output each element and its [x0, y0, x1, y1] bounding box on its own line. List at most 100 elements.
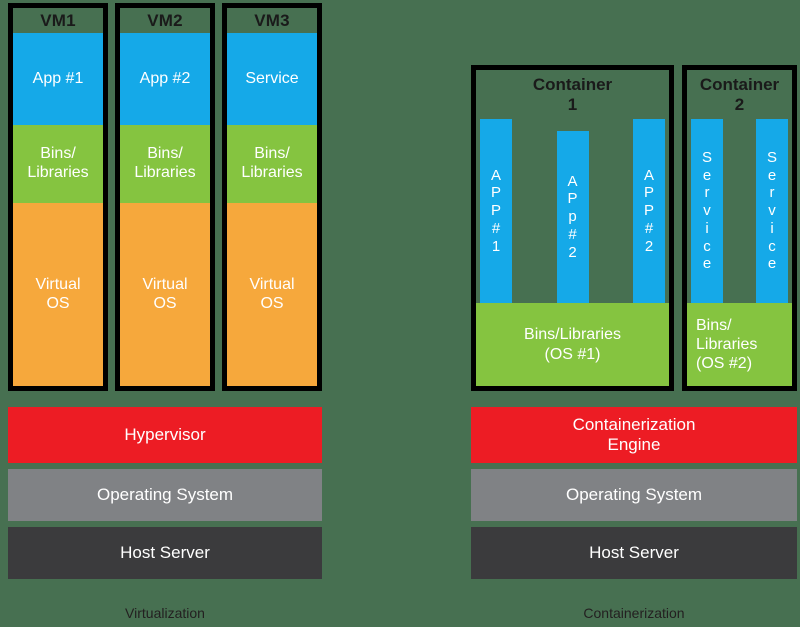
- vm-bins-layer: Bins/Libraries: [120, 125, 210, 203]
- app-letter: e: [767, 166, 777, 184]
- app-letter: p: [568, 208, 577, 226]
- vm-app-layer: App #1: [13, 33, 103, 125]
- app-letter: P: [643, 202, 654, 220]
- container-app-column: S e r v i c e: [756, 119, 788, 303]
- vm-bins-line1: Bins/: [254, 145, 290, 163]
- app-letter: e: [702, 255, 712, 273]
- vm-os-line2: OS: [153, 294, 177, 312]
- container-bins-layer: Bins/Libraries (OS #1): [476, 303, 669, 386]
- vm-bins-line2: Libraries: [134, 164, 196, 181]
- containerization-caption: Containerization: [583, 605, 685, 621]
- app-letter: v: [703, 202, 711, 220]
- app-letter: P: [643, 184, 654, 202]
- vm-bins-line2: Libraries: [27, 164, 89, 181]
- container-title: Container 1: [476, 70, 669, 114]
- app-letter: 2: [568, 243, 577, 261]
- vm-os-line2: OS: [46, 294, 70, 312]
- operating-system-bar-right: Operating System: [471, 469, 797, 521]
- vm-app-layer: Service: [227, 33, 317, 125]
- vm-bins-layer: Bins/Libraries: [227, 125, 317, 203]
- container-bins-line1: Bins/Libraries: [524, 326, 621, 344]
- app-letter: r: [704, 184, 710, 202]
- vm-app-layer: App #2: [120, 33, 210, 125]
- app-letter: P: [490, 202, 501, 220]
- container-title: Container 2: [687, 70, 792, 114]
- host-server-bar-left: Host Server: [8, 527, 322, 579]
- hypervisor-bar: Hypervisor: [8, 407, 322, 463]
- container-app-column: S e r v i c e: [691, 119, 723, 303]
- operating-system-label: Operating System: [96, 485, 234, 505]
- vm-os-line1: Virtual: [142, 275, 188, 293]
- container-title-line1: Container: [532, 75, 613, 94]
- app-letter: i: [770, 219, 774, 237]
- container-bins-line1: Bins/: [696, 316, 732, 334]
- vm-app-label: Service: [245, 69, 299, 87]
- vm-title: VM2: [147, 10, 183, 30]
- container-title-line2: 1: [567, 94, 578, 114]
- container-app-column: A P P # 1: [480, 119, 512, 303]
- vm-bins-label: Bins/Libraries: [27, 145, 88, 183]
- vm-app-label: App #1: [32, 69, 84, 87]
- vm-bins-line1: Bins/: [147, 145, 183, 163]
- container-body: S e r v i c e S e r v i c e: [687, 114, 792, 386]
- vm-bins-label: Bins/Libraries: [241, 145, 302, 183]
- vm-bins-line1: Bins/: [40, 145, 76, 163]
- vm-os-line2: OS: [260, 294, 284, 312]
- vm-title: VM3: [254, 10, 290, 30]
- containerization-engine-line1: Containerization: [572, 415, 696, 435]
- app-letter: P: [567, 190, 578, 208]
- container-app-columns: A P P # 1 A P p # 2 A P P #: [476, 119, 669, 303]
- app-letter: S: [766, 149, 777, 167]
- virtualization-caption: Virtualization: [125, 605, 205, 621]
- container-title-line1: Container: [699, 75, 780, 94]
- app-letter: S: [701, 149, 712, 167]
- vm-os-line1: Virtual: [35, 275, 81, 293]
- app-letter: 1: [491, 237, 501, 255]
- app-letter: #: [491, 219, 501, 237]
- app-letter: 2: [644, 237, 654, 255]
- app-letter: c: [703, 237, 711, 255]
- app-letter: i: [705, 219, 709, 237]
- container-app-column: A P p # 2: [556, 131, 589, 303]
- container-box-1: Container 1 A P P # 1 A P p # 2: [471, 65, 674, 391]
- vm-bins-line2: Libraries: [241, 164, 303, 181]
- app-letter: #: [568, 225, 577, 243]
- vm-bins-label: Bins/Libraries: [134, 145, 195, 183]
- app-letter: e: [767, 255, 777, 273]
- host-server-bar-right: Host Server: [471, 527, 797, 579]
- container-bins-line2: Libraries: [696, 335, 758, 353]
- app-letter: e: [702, 166, 712, 184]
- container-box-2: Container 2 S e r v i c e S e r v: [682, 65, 797, 391]
- container-body: A P P # 1 A P p # 2 A P P #: [476, 114, 669, 386]
- containerization-engine-line2: Engine: [607, 435, 661, 454]
- container-bins-line2: (OS #1): [544, 345, 601, 363]
- operating-system-label: Operating System: [565, 485, 703, 505]
- operating-system-bar-left: Operating System: [8, 469, 322, 521]
- containerization-engine-label: Containerization Engine: [573, 415, 696, 454]
- vm-title: VM1: [40, 10, 76, 30]
- container-bins-line3: (OS #2): [696, 355, 753, 373]
- app-letter: c: [768, 237, 776, 255]
- container-title-line2: 2: [734, 94, 745, 114]
- vm-bins-layer: Bins/Libraries: [13, 125, 103, 203]
- app-letter: A: [643, 166, 654, 184]
- app-letter: A: [490, 166, 501, 184]
- app-letter: v: [768, 202, 776, 220]
- container-bins-layer: Bins/ Libraries (OS #2): [687, 303, 792, 386]
- host-server-label: Host Server: [120, 543, 210, 563]
- vm-app-label: App #2: [139, 69, 191, 87]
- hypervisor-label: Hypervisor: [124, 425, 206, 445]
- app-letter: A: [567, 172, 578, 190]
- containerization-engine-bar: Containerization Engine: [471, 407, 797, 463]
- app-letter: r: [769, 184, 775, 202]
